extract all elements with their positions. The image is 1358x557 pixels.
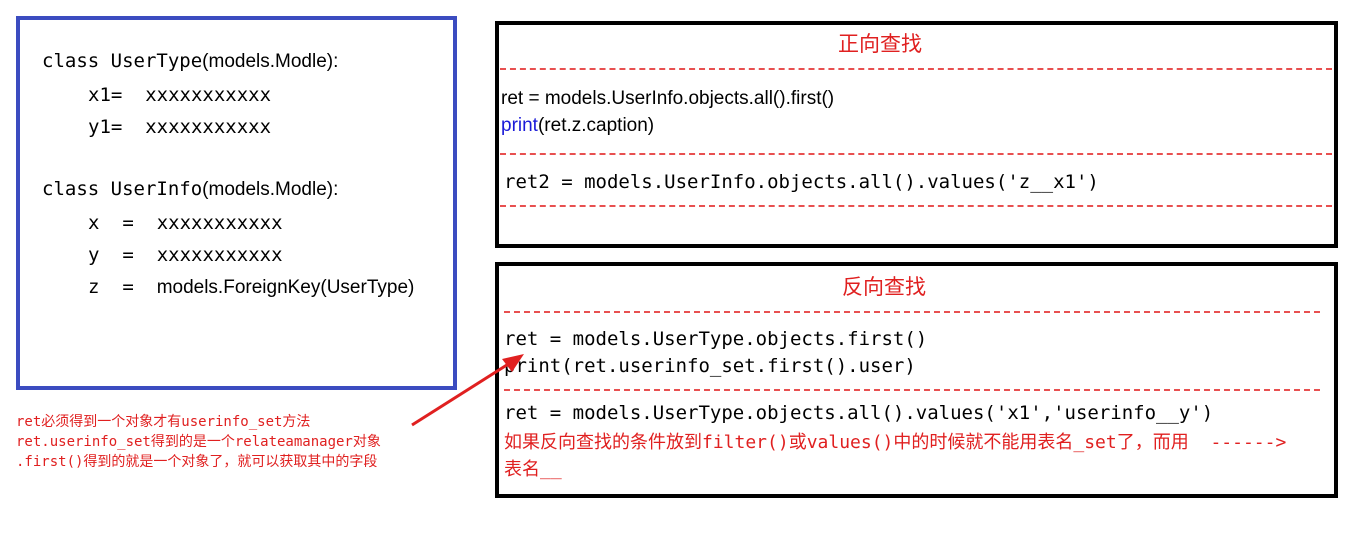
reverse-lookup-title: 反向查找	[842, 275, 926, 299]
divider	[504, 311, 1320, 313]
class-name: UserType	[110, 50, 203, 72]
class-keyword: class	[42, 50, 100, 72]
annotation-line: .first()得到的就是一个对象了，就可以获取其中的字段	[16, 454, 378, 470]
annotation-line: ret必须得到一个对象才有userinfo_set方法	[16, 414, 311, 430]
forward-lookup-box	[495, 21, 1338, 248]
print-keyword: print	[501, 115, 538, 136]
forward-code-line-2: print(ret.z.caption)	[501, 115, 655, 136]
class-keyword: class	[42, 178, 100, 200]
forward-code-line-3: ret2 = models.UserInfo.objects.all().val…	[504, 171, 1099, 193]
divider	[504, 389, 1320, 391]
forward-code-line-1: ret = models.UserInfo.objects.all().firs…	[501, 88, 835, 109]
userinfo-class-line: class UserInfo(models.Modle):	[42, 178, 338, 201]
class-base: (models.Modle):	[202, 51, 339, 72]
reverse-code-line-2: print(ret.userinfo_set.first().user)	[504, 355, 916, 377]
forward-lookup-title: 正向查找	[838, 32, 922, 56]
field-line: y1= xxxxxxxxxxx	[88, 116, 272, 138]
field-line: y = xxxxxxxxxxx	[88, 244, 283, 266]
annotation-arrow-line	[411, 361, 511, 427]
reverse-lookup-box	[495, 262, 1338, 498]
field-line: x = xxxxxxxxxxx	[88, 212, 283, 234]
note-arrow: ------>	[1210, 432, 1287, 453]
divider	[500, 68, 1332, 70]
annotation-text: ret必须得到一个对象才有userinfo_set方法 ret.userinfo_…	[16, 412, 381, 472]
divider	[500, 205, 1332, 207]
model-definition-box	[16, 16, 457, 390]
reverse-code-line-1: ret = models.UserType.objects.first()	[504, 328, 928, 350]
divider	[500, 153, 1332, 155]
reverse-note-line-1: 如果反向查找的条件放到filter()或values()中的时候就不能用表名_s…	[504, 432, 1287, 453]
annotation-arrow-head	[502, 354, 524, 372]
reverse-note-line-2: 表名__	[504, 459, 562, 480]
class-name: UserInfo	[110, 178, 203, 200]
reverse-code-line-3: ret = models.UserType.objects.all().valu…	[504, 402, 1214, 424]
annotation-line: ret.userinfo_set得到的是一个relateamanager对象	[16, 434, 381, 450]
field-line: x1= xxxxxxxxxxx	[88, 84, 272, 106]
field-line: z = models.ForeignKey(UserType)	[88, 276, 415, 298]
usertype-class-line: class UserType(models.Modle):	[42, 50, 338, 73]
class-base: (models.Modle):	[202, 179, 339, 200]
